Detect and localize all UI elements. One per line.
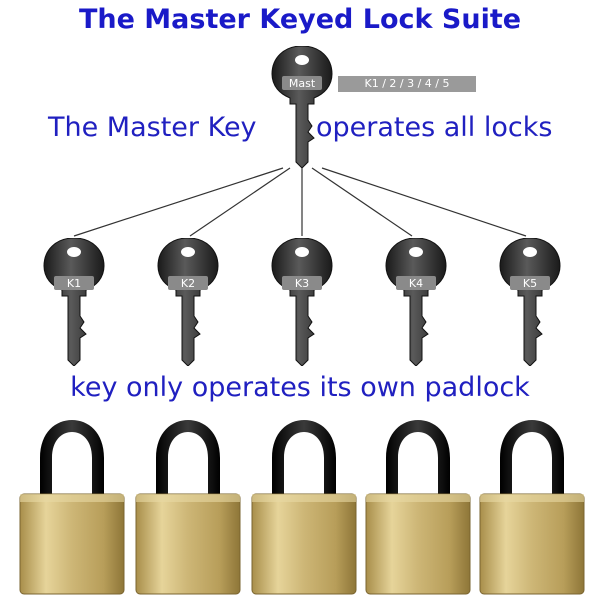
master-key-code-chip: K1 / 2 / 3 / 4 / 5 (338, 76, 476, 92)
key-icon-k1: K1 (43, 238, 105, 366)
key-label-k2: K2 (181, 277, 195, 290)
master-key-caption-left: The Master Key (48, 112, 257, 143)
master-key-tag: Mast (289, 77, 316, 90)
connector-line-k1 (73, 167, 284, 237)
key-icon-k4: K4 (385, 238, 447, 366)
padlock-icon-5 (479, 420, 585, 595)
key-icon-k5: K5 (499, 238, 561, 366)
master-key-caption-right: operates all locks (316, 112, 553, 143)
key-label-k5: K5 (523, 277, 537, 290)
key-caption: key only operates its own padlock (70, 372, 530, 403)
padlock-icon-1 (19, 420, 125, 595)
key-icon-k2: K2 (157, 238, 219, 366)
padlock-icon-4 (365, 420, 471, 595)
key-label-k1: K1 (67, 277, 81, 290)
connector-line-k4 (311, 167, 413, 237)
connector-line-k5 (321, 167, 527, 237)
page-title: The Master Keyed Lock Suite (78, 4, 522, 35)
key-label-k3: K3 (295, 277, 309, 290)
master-key-icon: Mast (271, 46, 333, 168)
key-label-k4: K4 (409, 277, 423, 290)
padlock-icon-2 (135, 420, 241, 595)
key-icon-k3: K3 (271, 238, 333, 366)
padlock-icon-3 (251, 420, 357, 595)
connector-line-k2 (189, 167, 291, 237)
